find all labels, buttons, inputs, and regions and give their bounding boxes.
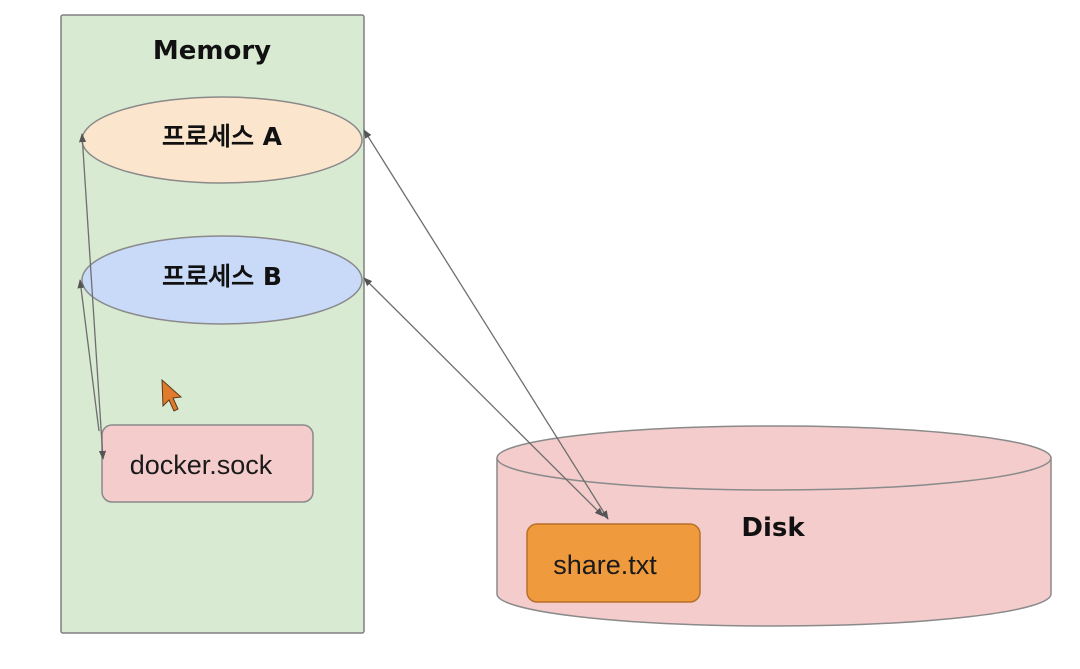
disk-block: Disk [496,425,1052,627]
share-file-box [526,523,701,603]
process-a-label: 프로세스 A [162,122,283,151]
docker-sock-label: docker.sock [130,450,273,480]
memory-title: Memory [153,36,271,66]
docker-sock-box [101,424,314,503]
process-b: 프로세스 B [81,235,363,325]
arrow-process-a-to-share-file [363,129,609,520]
process-b-label: 프로세스 B [162,262,282,291]
docker-sock: docker.sock [101,424,314,503]
share-file: share.txt [526,523,701,603]
disk-title: Disk [741,513,805,543]
mouse-pointer-icon [161,378,183,412]
arrow-process-b-to-share-file [363,277,604,517]
disk-top [496,425,1052,491]
arrow-docker-sock-to-process-b [77,279,100,432]
arrow-docker-sock-to-process-a [78,133,107,460]
share-file-label: share.txt [553,550,657,580]
process-a: 프로세스 A [81,96,363,184]
connectors [77,129,609,520]
